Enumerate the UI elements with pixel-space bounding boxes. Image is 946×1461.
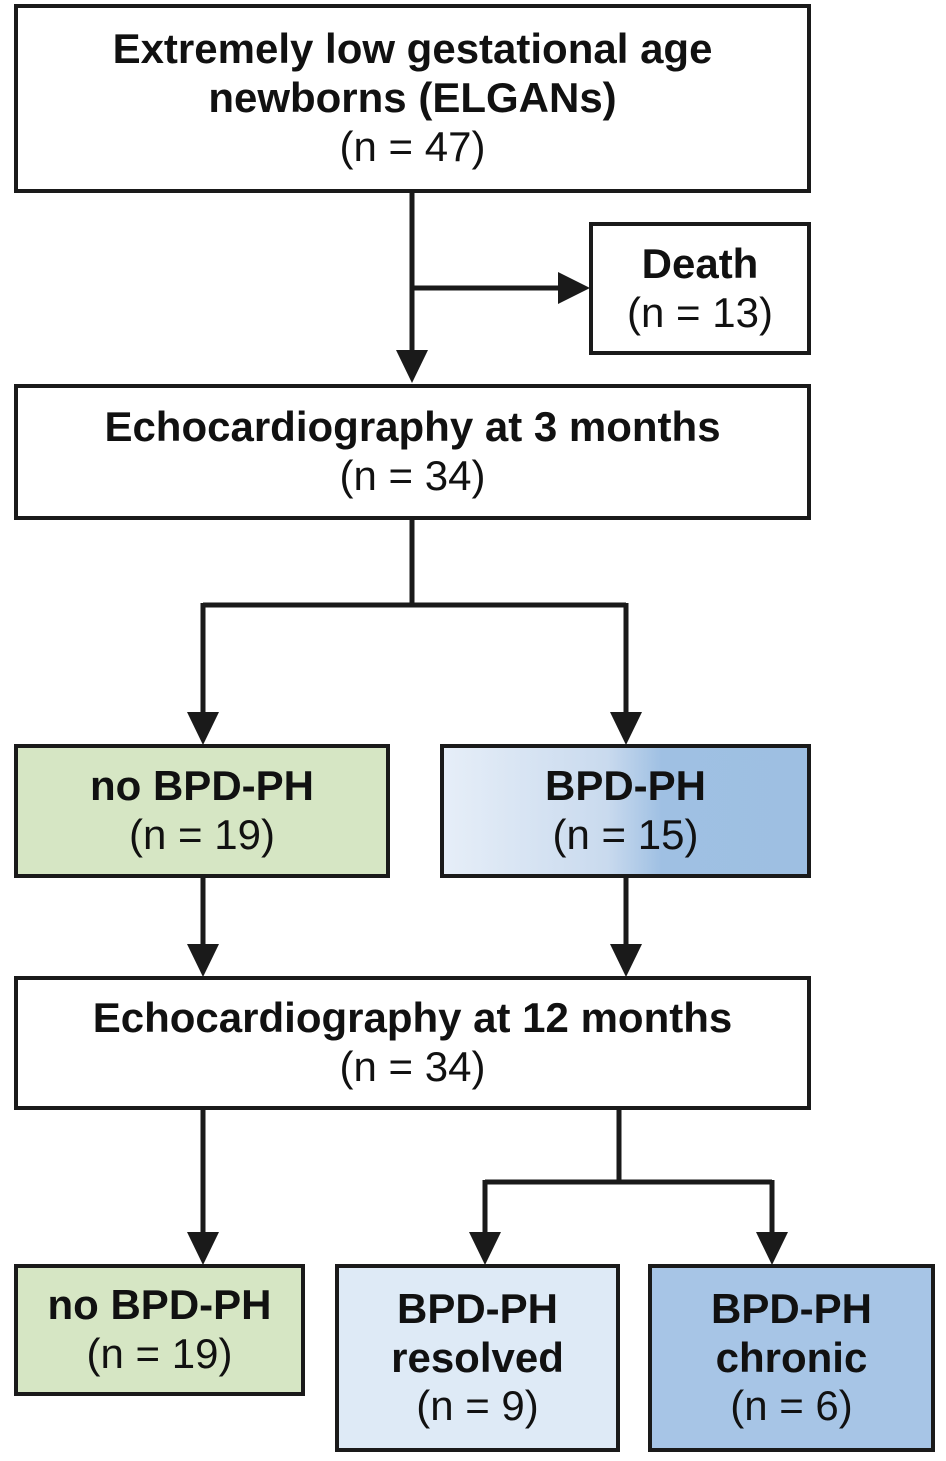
bpd-3-title: BPD-PH [544,762,706,810]
resolved-count: (n = 9) [416,1382,539,1430]
root-count: (n = 47) [339,122,486,170]
echo-12-months-box: Echocardiography at 12 months (n = 34) [14,976,811,1110]
bpd-ph-resolved-box: BPD-PH resolved (n = 9) [335,1264,620,1452]
death-title: Death [641,239,759,287]
chronic-title-line2: chronic [715,1333,868,1381]
echo-3-months-box: Echocardiography at 3 months (n = 34) [14,384,811,520]
no-bpd-3-title: no BPD-PH [90,762,314,810]
no-bpd-12-title: no BPD-PH [47,1281,272,1329]
echo-12-count: (n = 34) [339,1043,486,1090]
no-bpd-3-count: (n = 19) [129,811,275,858]
arrowhead-to-death [558,272,590,304]
arrowhead-to-no-bpd-3 [187,712,219,745]
no-bpd-ph-12-box: no BPD-PH (n = 19) [14,1264,305,1396]
root-title-line1: Extremely low gestational age [112,25,713,73]
arrowhead-to-no-bpd-12 [187,1232,219,1265]
no-bpd-ph-3-box: no BPD-PH (n = 19) [14,744,390,878]
echo-3-title: Echocardiography at 3 months [104,403,721,451]
arrowhead-to-resolved [469,1232,501,1265]
resolved-title-line2: resolved [391,1333,564,1381]
chronic-count: (n = 6) [730,1382,853,1430]
arrowhead-to-echo3 [396,350,428,383]
root-title-line2: newborns (ELGANs) [208,74,617,122]
arrowhead-no-bpd-3-to-echo12 [187,944,219,977]
arrowhead-bpd-3-to-echo12 [610,944,642,977]
bpd-ph-chronic-box: BPD-PH chronic (n = 6) [648,1264,935,1452]
no-bpd-12-count: (n = 19) [86,1330,233,1377]
death-box: Death (n = 13) [589,222,811,355]
bpd-3-count: (n = 15) [552,811,699,858]
arrowhead-to-chronic [756,1232,788,1265]
bpd-ph-3-box: BPD-PH (n = 15) [440,744,811,878]
arrowhead-to-bpd-3 [610,712,642,745]
chronic-title-line1: BPD-PH [710,1284,872,1332]
echo-3-count: (n = 34) [339,452,486,499]
elgan-root-box: Extremely low gestational age newborns (… [14,4,811,193]
resolved-title-line1: BPD-PH [396,1284,558,1332]
death-count: (n = 13) [627,288,773,336]
echo-12-title: Echocardiography at 12 months [92,994,733,1042]
